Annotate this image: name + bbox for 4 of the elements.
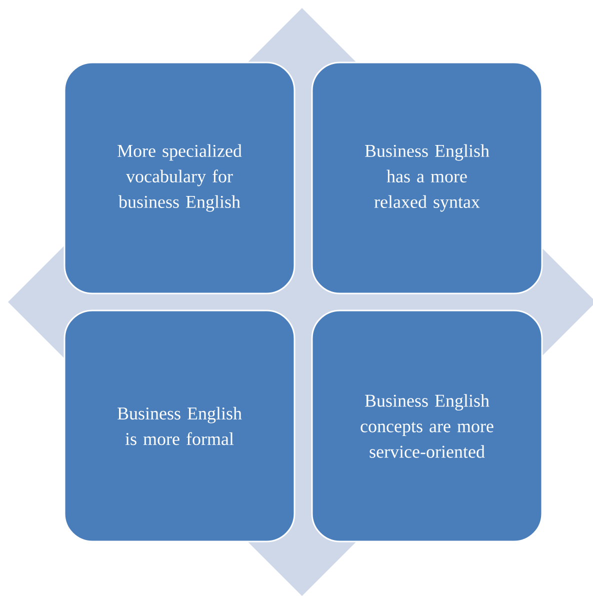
rounded-box: Business English is more formal: [64, 310, 296, 542]
rounded-box: More specialized vocabulary for business English: [64, 62, 296, 294]
rounded-box: Business English has a more relaxed syntax: [311, 62, 543, 294]
rounded-box: Business English concepts are more service-oriented: [311, 310, 543, 542]
